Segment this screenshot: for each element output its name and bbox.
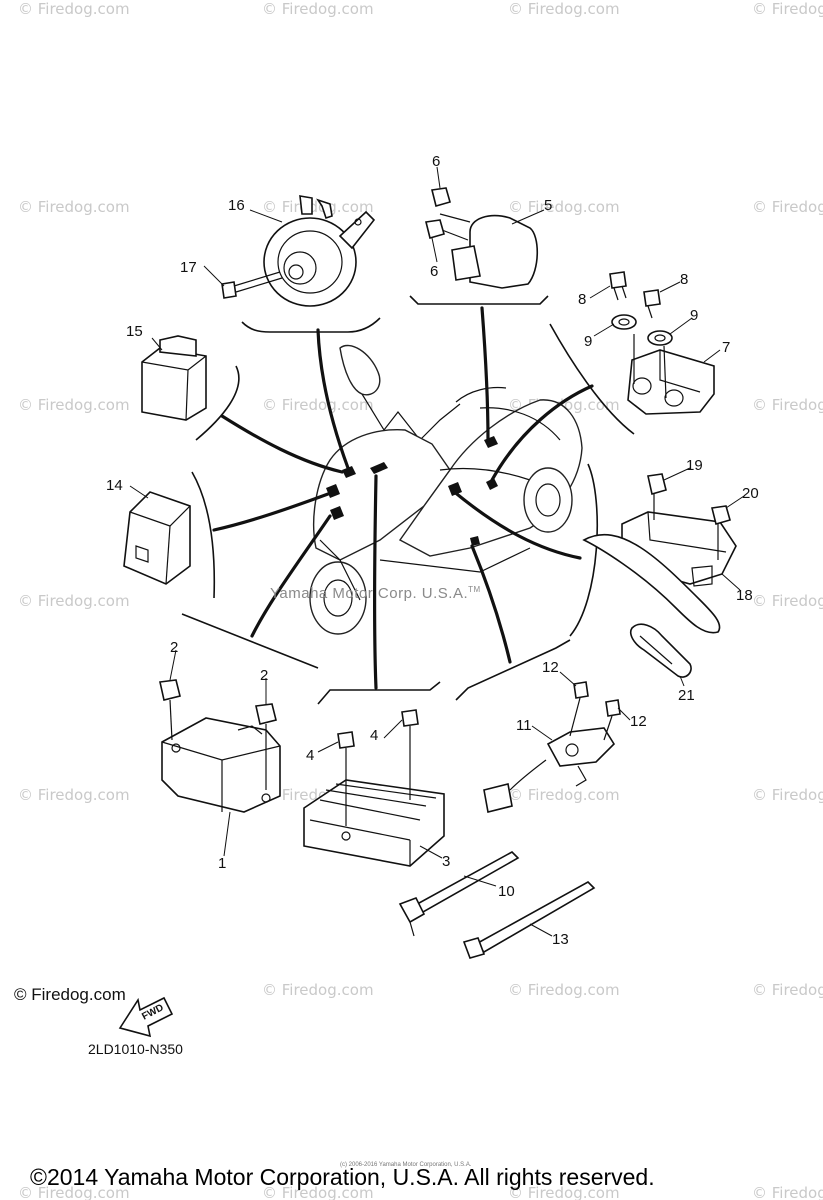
ecu-unit-part bbox=[161, 717, 281, 813]
callout-11: 11 bbox=[516, 717, 532, 734]
sensor-block-part bbox=[627, 334, 715, 415]
cable-tie-clip-part bbox=[398, 851, 520, 937]
cable-tie-part bbox=[462, 881, 596, 959]
diagram-inline-trademark: Yamaha Motor Corp. U.S.A.TM bbox=[270, 585, 481, 602]
connector-lines bbox=[212, 306, 594, 690]
callout-9: 9 bbox=[584, 333, 592, 350]
watermark: © Firedog.com bbox=[752, 396, 823, 414]
callout-5: 5 bbox=[544, 197, 552, 214]
sensor-screw-part bbox=[569, 681, 621, 741]
callout-8: 8 bbox=[680, 271, 688, 288]
watermark: © Firedog.com bbox=[262, 396, 374, 414]
callout-19: 19 bbox=[686, 457, 703, 474]
watermark: © Firedog.com bbox=[508, 0, 620, 18]
callout-8: 8 bbox=[578, 291, 586, 308]
watermark: © Firedog.com bbox=[18, 396, 130, 414]
callout-13: 13 bbox=[552, 931, 569, 948]
callout-17: 17 bbox=[180, 259, 197, 276]
watermark: © Firedog.com bbox=[262, 198, 374, 216]
callout-2: 2 bbox=[260, 667, 268, 684]
scooter-outline bbox=[309, 344, 583, 635]
ignition-coil-part bbox=[582, 511, 737, 634]
coil-nut-part bbox=[647, 473, 731, 560]
watermark: © Firedog.com bbox=[508, 198, 620, 216]
callout-14: 14 bbox=[106, 477, 123, 494]
callout-6: 6 bbox=[432, 153, 440, 170]
callout-3: 3 bbox=[442, 853, 450, 870]
watermark: © Firedog.com bbox=[752, 786, 823, 804]
regulator-bolt-part bbox=[337, 709, 419, 826]
callout-labels: 16 17 6 6 5 8 8 9 9 7 15 14 19 20 18 21 … bbox=[106, 153, 759, 948]
watermark: © Firedog.com bbox=[752, 981, 823, 999]
callout-20: 20 bbox=[742, 485, 759, 502]
callout-12: 12 bbox=[542, 659, 559, 676]
group-brackets bbox=[181, 295, 635, 705]
watermark: © Firedog.com bbox=[752, 0, 823, 18]
plug-cap-part bbox=[629, 623, 692, 678]
firedog-copy-mark: © Firedog.com bbox=[14, 985, 126, 1004]
horn-part bbox=[263, 195, 376, 307]
footer-copyright: ©2014 Yamaha Motor Corporation, U.S.A. A… bbox=[30, 1164, 655, 1190]
tiny-credit-line: (c) 2006-2016 Yamaha Motor Corporation, … bbox=[340, 1162, 472, 1168]
watermark: © Firedog.com bbox=[18, 0, 130, 18]
watermark: © Firedog.com bbox=[18, 1184, 130, 1200]
callout-1: 1 bbox=[218, 855, 226, 872]
relay-nut-part bbox=[425, 187, 451, 239]
callout-16: 16 bbox=[228, 197, 245, 214]
relay-unit-part bbox=[141, 335, 207, 421]
callout-4: 4 bbox=[370, 727, 378, 744]
watermark: © Firedog.com bbox=[18, 592, 130, 610]
bracket-bolt-part bbox=[609, 271, 661, 319]
watermark-grid: © Firedog.com © Firedog.com © Firedog.co… bbox=[18, 0, 823, 1200]
callout-2: 2 bbox=[170, 639, 178, 656]
control-unit-part bbox=[123, 491, 191, 585]
watermark: © Firedog.com bbox=[508, 786, 620, 804]
regulator-part bbox=[303, 779, 445, 867]
sensor-switch-part bbox=[483, 727, 616, 813]
callout-9: 9 bbox=[690, 307, 698, 324]
watermark: © Firedog.com bbox=[752, 1184, 823, 1200]
inline-mark-tm: TM bbox=[468, 585, 481, 594]
watermark: © Firedog.com bbox=[262, 1184, 374, 1200]
watermark: © Firedog.com bbox=[508, 981, 620, 999]
leader-lines bbox=[129, 166, 745, 937]
watermark: © Firedog.com bbox=[508, 1184, 620, 1200]
fwd-arrow: FWD bbox=[118, 996, 174, 1038]
reference-code: 2LD1010-N350 bbox=[88, 1041, 183, 1057]
watermark: © Firedog.com bbox=[262, 0, 374, 18]
ecu-nut-part bbox=[159, 679, 277, 790]
callout-12: 12 bbox=[630, 713, 647, 730]
callout-18: 18 bbox=[736, 587, 753, 604]
callout-6: 6 bbox=[430, 263, 438, 280]
starter-relay-part bbox=[439, 213, 539, 289]
callout-21: 21 bbox=[678, 687, 695, 704]
inline-mark-text: Yamaha Motor Corp. U.S.A. bbox=[270, 585, 469, 602]
watermark: © Firedog.com bbox=[752, 198, 823, 216]
watermark: © Firedog.com bbox=[18, 198, 130, 216]
callout-10: 10 bbox=[498, 883, 515, 900]
watermark: © Firedog.com bbox=[752, 592, 823, 610]
washer-part bbox=[611, 314, 673, 346]
callout-7: 7 bbox=[722, 339, 730, 356]
watermark: © Firedog.com bbox=[262, 981, 374, 999]
horn-bolt-part bbox=[221, 271, 283, 299]
watermark: © Firedog.com bbox=[18, 786, 130, 804]
callout-4: 4 bbox=[306, 747, 314, 764]
callout-15: 15 bbox=[126, 323, 143, 340]
